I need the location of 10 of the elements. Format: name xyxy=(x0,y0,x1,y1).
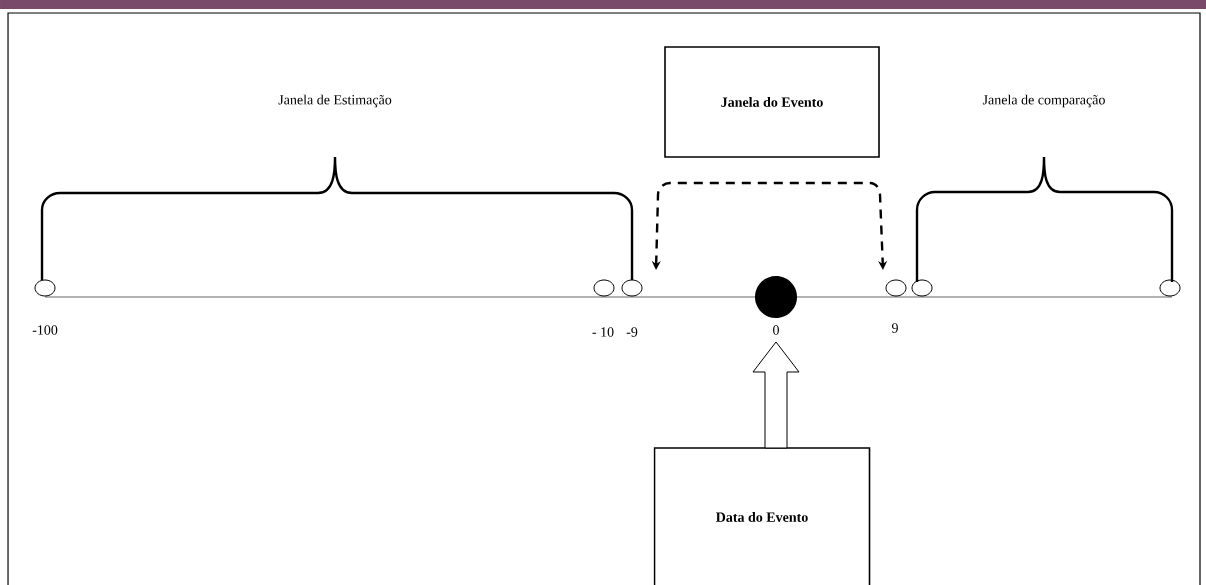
text-box: Data do Evento xyxy=(653,447,871,585)
text-box: Janela do Evento xyxy=(664,46,880,158)
hollow-arrow xyxy=(752,341,800,449)
tick-label: -9 xyxy=(626,327,638,337)
tick-label: -100 xyxy=(32,325,58,335)
window-label: Janela de Estimação xyxy=(278,94,392,108)
event-dot xyxy=(755,276,797,318)
tick-label: 9 xyxy=(891,323,898,333)
window-label: Janela de comparação xyxy=(982,94,1105,108)
tick-label: - 10 xyxy=(592,327,614,337)
